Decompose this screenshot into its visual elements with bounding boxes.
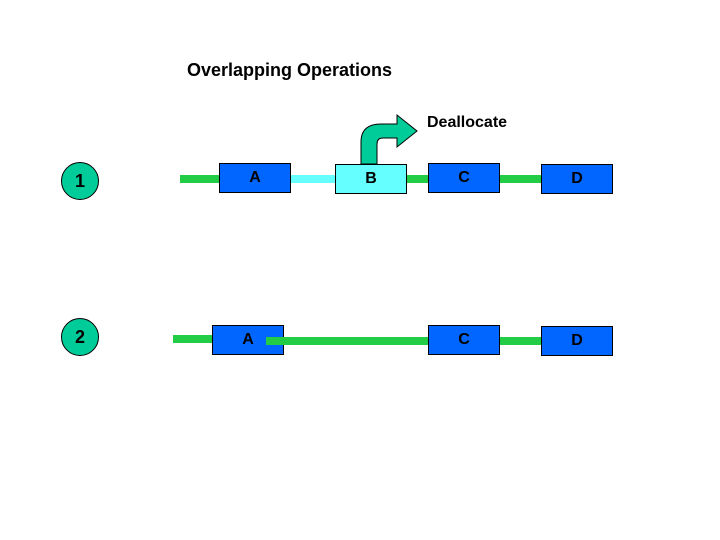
row-2-box-a-label: A xyxy=(242,331,254,348)
row-2-box-c: C xyxy=(428,325,500,355)
step-1-number: 1 xyxy=(74,170,85,191)
step-2-number: 2 xyxy=(74,326,85,347)
row-1-box-b-label: B xyxy=(365,170,377,187)
row-1-box-c-label: C xyxy=(458,169,470,186)
row-2-link-ac xyxy=(266,337,429,345)
row-1-box-b: B xyxy=(335,164,407,194)
row-1-box-a: A xyxy=(219,163,291,193)
deallocate-label: Deallocate xyxy=(427,114,508,131)
row-1-box-d: D xyxy=(541,164,613,194)
row-2-box-d: D xyxy=(541,326,613,356)
diagram-title: Overlapping Operations xyxy=(187,60,393,80)
row-2-box-c-label: C xyxy=(458,331,470,348)
step-2-circle: 2 xyxy=(61,318,99,356)
row-1-link-cd xyxy=(500,175,542,183)
row-1-freed-link-ab xyxy=(291,175,337,183)
row-1-link-bc xyxy=(407,175,429,183)
curved-arrow-icon xyxy=(360,113,418,165)
step-1-circle: 1 xyxy=(61,162,99,200)
row-2-box-d-label: D xyxy=(571,332,583,349)
row-1-box-a-label: A xyxy=(249,169,261,186)
row-1-lead-line xyxy=(180,175,220,183)
row-1-box-d-label: D xyxy=(571,170,583,187)
row-1-box-c: C xyxy=(428,163,500,193)
row-2-lead-line xyxy=(173,335,213,343)
row-2-link-cd xyxy=(500,337,542,345)
